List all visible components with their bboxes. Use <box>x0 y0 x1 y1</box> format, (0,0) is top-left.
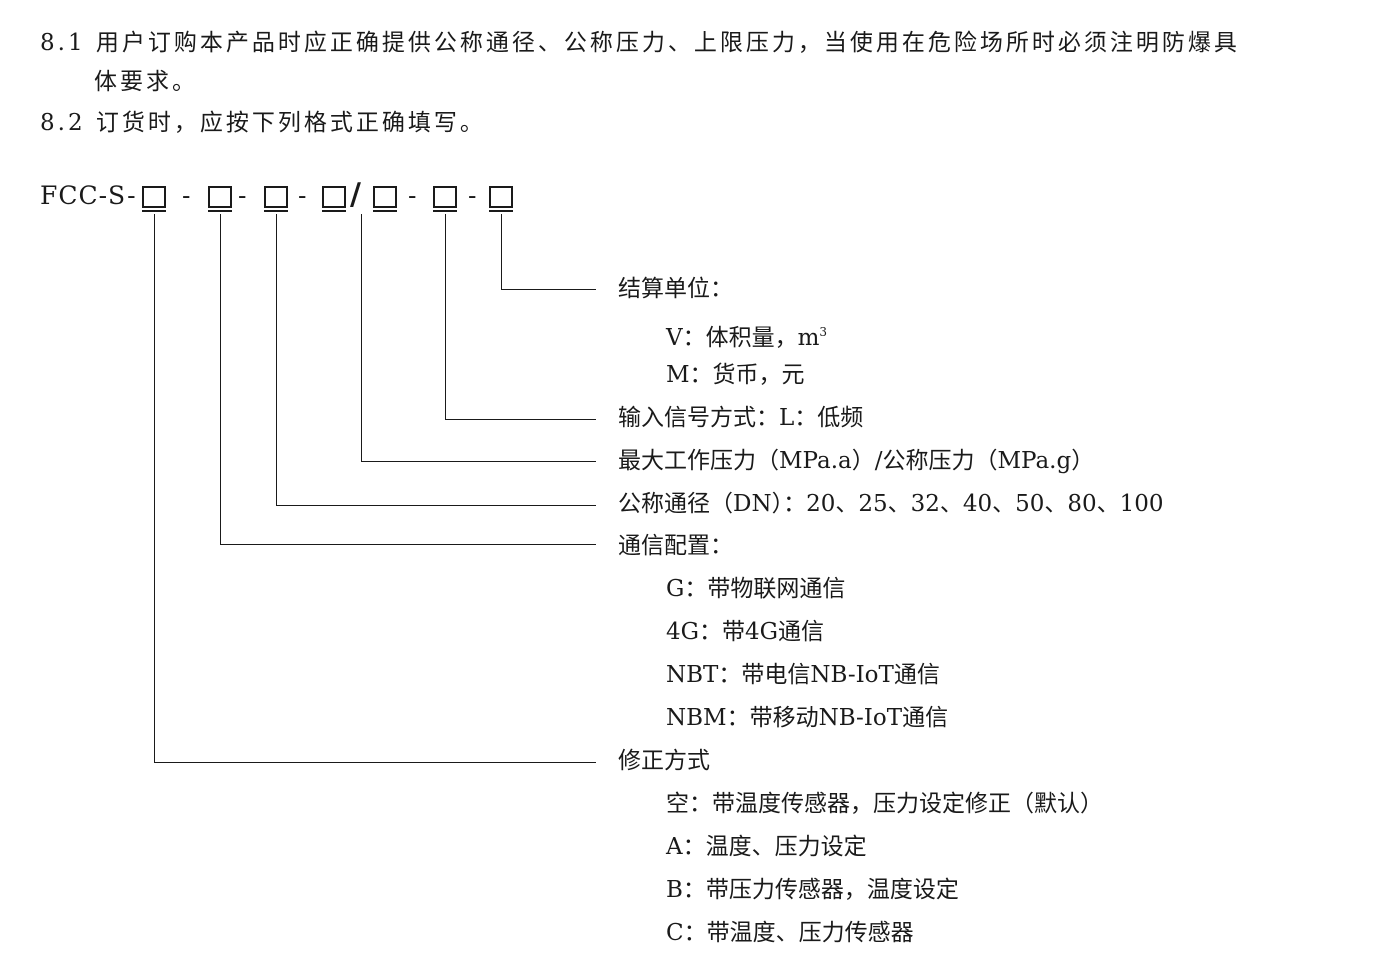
connector-settlement-horizontal <box>501 289 596 290</box>
connector-pressure-horizontal <box>361 461 596 462</box>
code-dash: - <box>182 181 191 210</box>
code-box-nominal-pressure <box>373 186 397 212</box>
diameter-label: 公称通径（DN）：20、25、32、40、50、80、100 <box>618 491 1164 517</box>
correction-option: C：带温度、压力传感器 <box>666 920 914 946</box>
connector-comm-horizontal <box>220 544 596 545</box>
connector-diameter-vertical <box>276 214 277 505</box>
correction-option: A：温度、压力设定 <box>666 834 867 860</box>
code-box-diameter <box>264 186 288 212</box>
signal-label: 输入信号方式：L：低频 <box>618 405 864 431</box>
connector-pressure-vertical <box>361 214 362 461</box>
intro-line-2: 体要求。 <box>94 69 198 95</box>
settlement-title: 结算单位： <box>618 276 733 302</box>
code-dash: - <box>408 181 417 210</box>
code-dash: - <box>238 181 247 210</box>
intro-line-3: 8.2 订货时，应按下列格式正确填写。 <box>40 110 486 136</box>
comm-option: 4G：带4G通信 <box>666 619 825 645</box>
correction-option: 空：带温度传感器，压力设定修正（默认） <box>666 791 1103 817</box>
pressure-label: 最大工作压力（MPa.a）/公称压力（MPa.g） <box>618 448 1095 474</box>
settlement-option-v: V：体积量，m3 <box>666 325 828 351</box>
code-box-settlement <box>489 186 513 212</box>
comm-title: 通信配置： <box>618 533 733 559</box>
intro-line-1: 8.1 用户订购本产品时应正确提供公称通径、公称压力、上限压力，当使用在危险场所… <box>40 30 1240 56</box>
comm-option: NBT：带电信NB-IoT通信 <box>666 662 940 688</box>
correction-title: 修正方式 <box>618 748 710 774</box>
code-box-comm <box>208 186 232 212</box>
code-box-max-pressure <box>322 186 346 212</box>
connector-settlement-vertical <box>501 214 502 289</box>
code-box-correction <box>142 186 166 212</box>
connector-comm-vertical <box>220 214 221 544</box>
connector-correction-vertical <box>154 214 155 762</box>
code-slash: / <box>350 177 361 212</box>
settlement-option-m: M：货币，元 <box>666 362 805 388</box>
connector-signal-vertical <box>445 214 446 419</box>
code-box-signal <box>433 186 457 212</box>
connector-signal-horizontal <box>445 419 596 420</box>
connector-correction-horizontal <box>154 762 596 763</box>
comm-option: G：带物联网通信 <box>666 576 846 602</box>
correction-option: B：带压力传感器，温度设定 <box>666 877 959 903</box>
connector-diameter-horizontal <box>276 505 596 506</box>
code-dash: - <box>298 181 307 210</box>
comm-option: NBM：带移动NB-IoT通信 <box>666 705 949 731</box>
code-dash: - <box>468 181 477 210</box>
model-code-prefix: FCC-S- <box>40 181 137 210</box>
